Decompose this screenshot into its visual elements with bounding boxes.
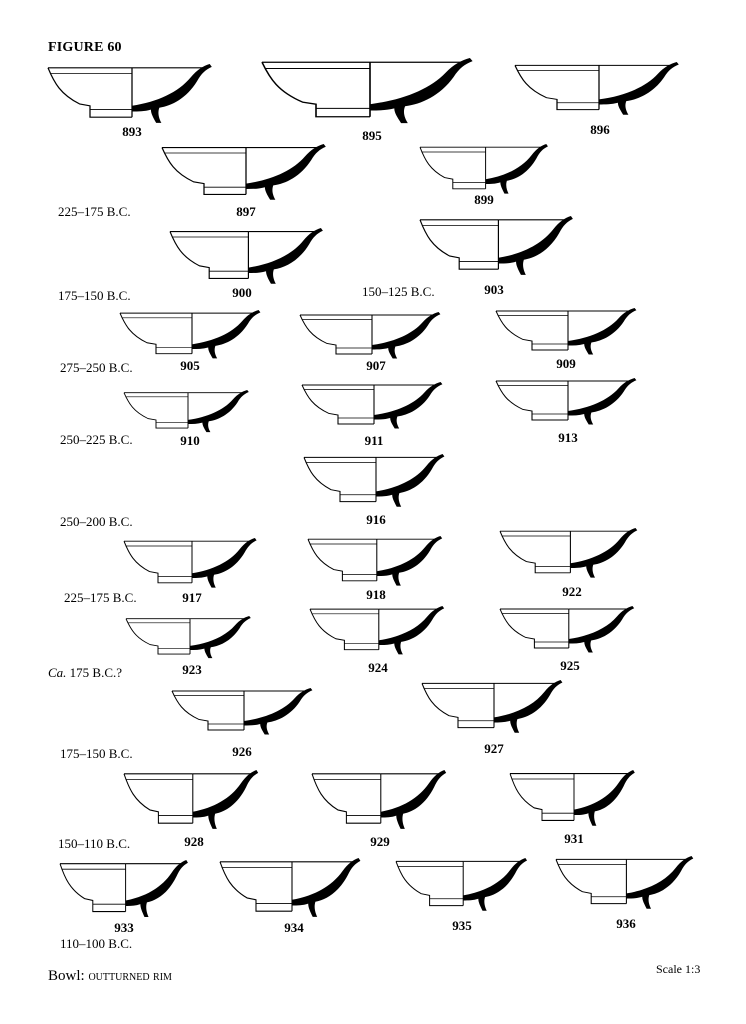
- vessel-899: 899: [419, 143, 549, 207]
- figure-title: FIGURE 60: [48, 40, 122, 55]
- vessel-number: 896: [590, 122, 610, 137]
- vessel-number: 905: [180, 358, 200, 373]
- vessel-number: 903: [484, 282, 504, 297]
- vessel-928: 928: [123, 769, 259, 849]
- date-label: 275–250 B.C.: [60, 360, 133, 375]
- vessel-909: 909: [495, 307, 637, 371]
- vessel-number: 924: [368, 660, 388, 675]
- vessel-number: 927: [484, 741, 504, 756]
- vessel-number: 895: [362, 128, 382, 143]
- vessel-933: 933: [59, 859, 189, 935]
- vessel-918: 918: [307, 535, 443, 602]
- vessel-911: 911: [301, 381, 443, 448]
- vessel-number: 916: [366, 512, 386, 527]
- vessel-896: 896: [514, 61, 680, 137]
- vessel-897: 897: [161, 143, 327, 219]
- vessel-number: 935: [452, 918, 472, 933]
- vessel-910: 910: [123, 389, 250, 448]
- vessel-number: 922: [562, 584, 582, 599]
- vessel-913: 913: [495, 377, 637, 445]
- vessel-925: 925: [499, 605, 635, 673]
- vessel-number: 936: [616, 916, 636, 931]
- vessel-number: 933: [114, 920, 134, 935]
- date-label: 250–225 B.C.: [60, 432, 133, 447]
- vessel-number: 910: [180, 433, 200, 448]
- vessel-number: 909: [556, 356, 576, 371]
- vessel-893: 893: [47, 63, 213, 139]
- vessel-922: 922: [499, 527, 638, 599]
- caption-main: Bowl:: [48, 968, 85, 984]
- vessel-number: 913: [558, 430, 578, 445]
- vessel-917: 917: [123, 537, 258, 605]
- vessel-924: 924: [309, 605, 445, 675]
- vessel-900: 900: [169, 227, 324, 300]
- date-label: 250–200 B.C.: [60, 514, 133, 529]
- vessel-903: 903: [419, 215, 574, 297]
- vessel-number: 893: [122, 124, 142, 139]
- vessel-number: 911: [365, 433, 384, 448]
- vessel-895: 895: [261, 57, 474, 143]
- vessel-number: 923: [182, 662, 202, 677]
- scale-label: Scale 1:3: [656, 962, 701, 976]
- date-label: 110–100 B.C.: [60, 936, 132, 951]
- figure-caption: Bowl: outturned rim: [48, 968, 172, 985]
- vessel-923: 923: [125, 615, 252, 677]
- vessel-926: 926: [171, 687, 313, 759]
- vessel-907: 907: [299, 311, 441, 373]
- vessel-number: 929: [370, 834, 390, 849]
- vessel-number: 907: [366, 358, 386, 373]
- caption-sub: outturned rim: [88, 969, 172, 984]
- date-label: 175–150 B.C.: [58, 288, 131, 303]
- vessel-number: 899: [474, 192, 494, 207]
- vessel-number: 918: [366, 587, 386, 602]
- vessel-number: 917: [182, 590, 202, 605]
- date-label: 225–175 B.C.: [58, 204, 131, 219]
- date-label: 225–175 B.C.: [64, 590, 137, 605]
- vessel-number: 934: [284, 920, 304, 935]
- date-label: 150–125 B.C.: [362, 284, 435, 299]
- date-label: 150–110 B.C.: [58, 836, 130, 851]
- vessel-number: 928: [184, 834, 204, 849]
- vessel-number: 925: [560, 658, 580, 673]
- date-label-ca: Ca. 175 B.C.?: [48, 665, 122, 680]
- vessel-934: 934: [219, 857, 361, 935]
- vessel-number: 900: [232, 285, 252, 300]
- vessel-931: 931: [509, 769, 636, 846]
- vessel-935: 935: [395, 857, 528, 933]
- vessel-number: 897: [236, 204, 256, 219]
- vessel-927: 927: [421, 679, 563, 756]
- vessel-916: 916: [303, 453, 445, 527]
- vessel-905: 905: [119, 309, 261, 373]
- vessel-936: 936: [555, 855, 694, 931]
- vessel-number: 926: [232, 744, 252, 759]
- vessel-number: 931: [564, 831, 584, 846]
- vessel-929: 929: [311, 769, 447, 849]
- date-label: 175–150 B.C.: [60, 746, 133, 761]
